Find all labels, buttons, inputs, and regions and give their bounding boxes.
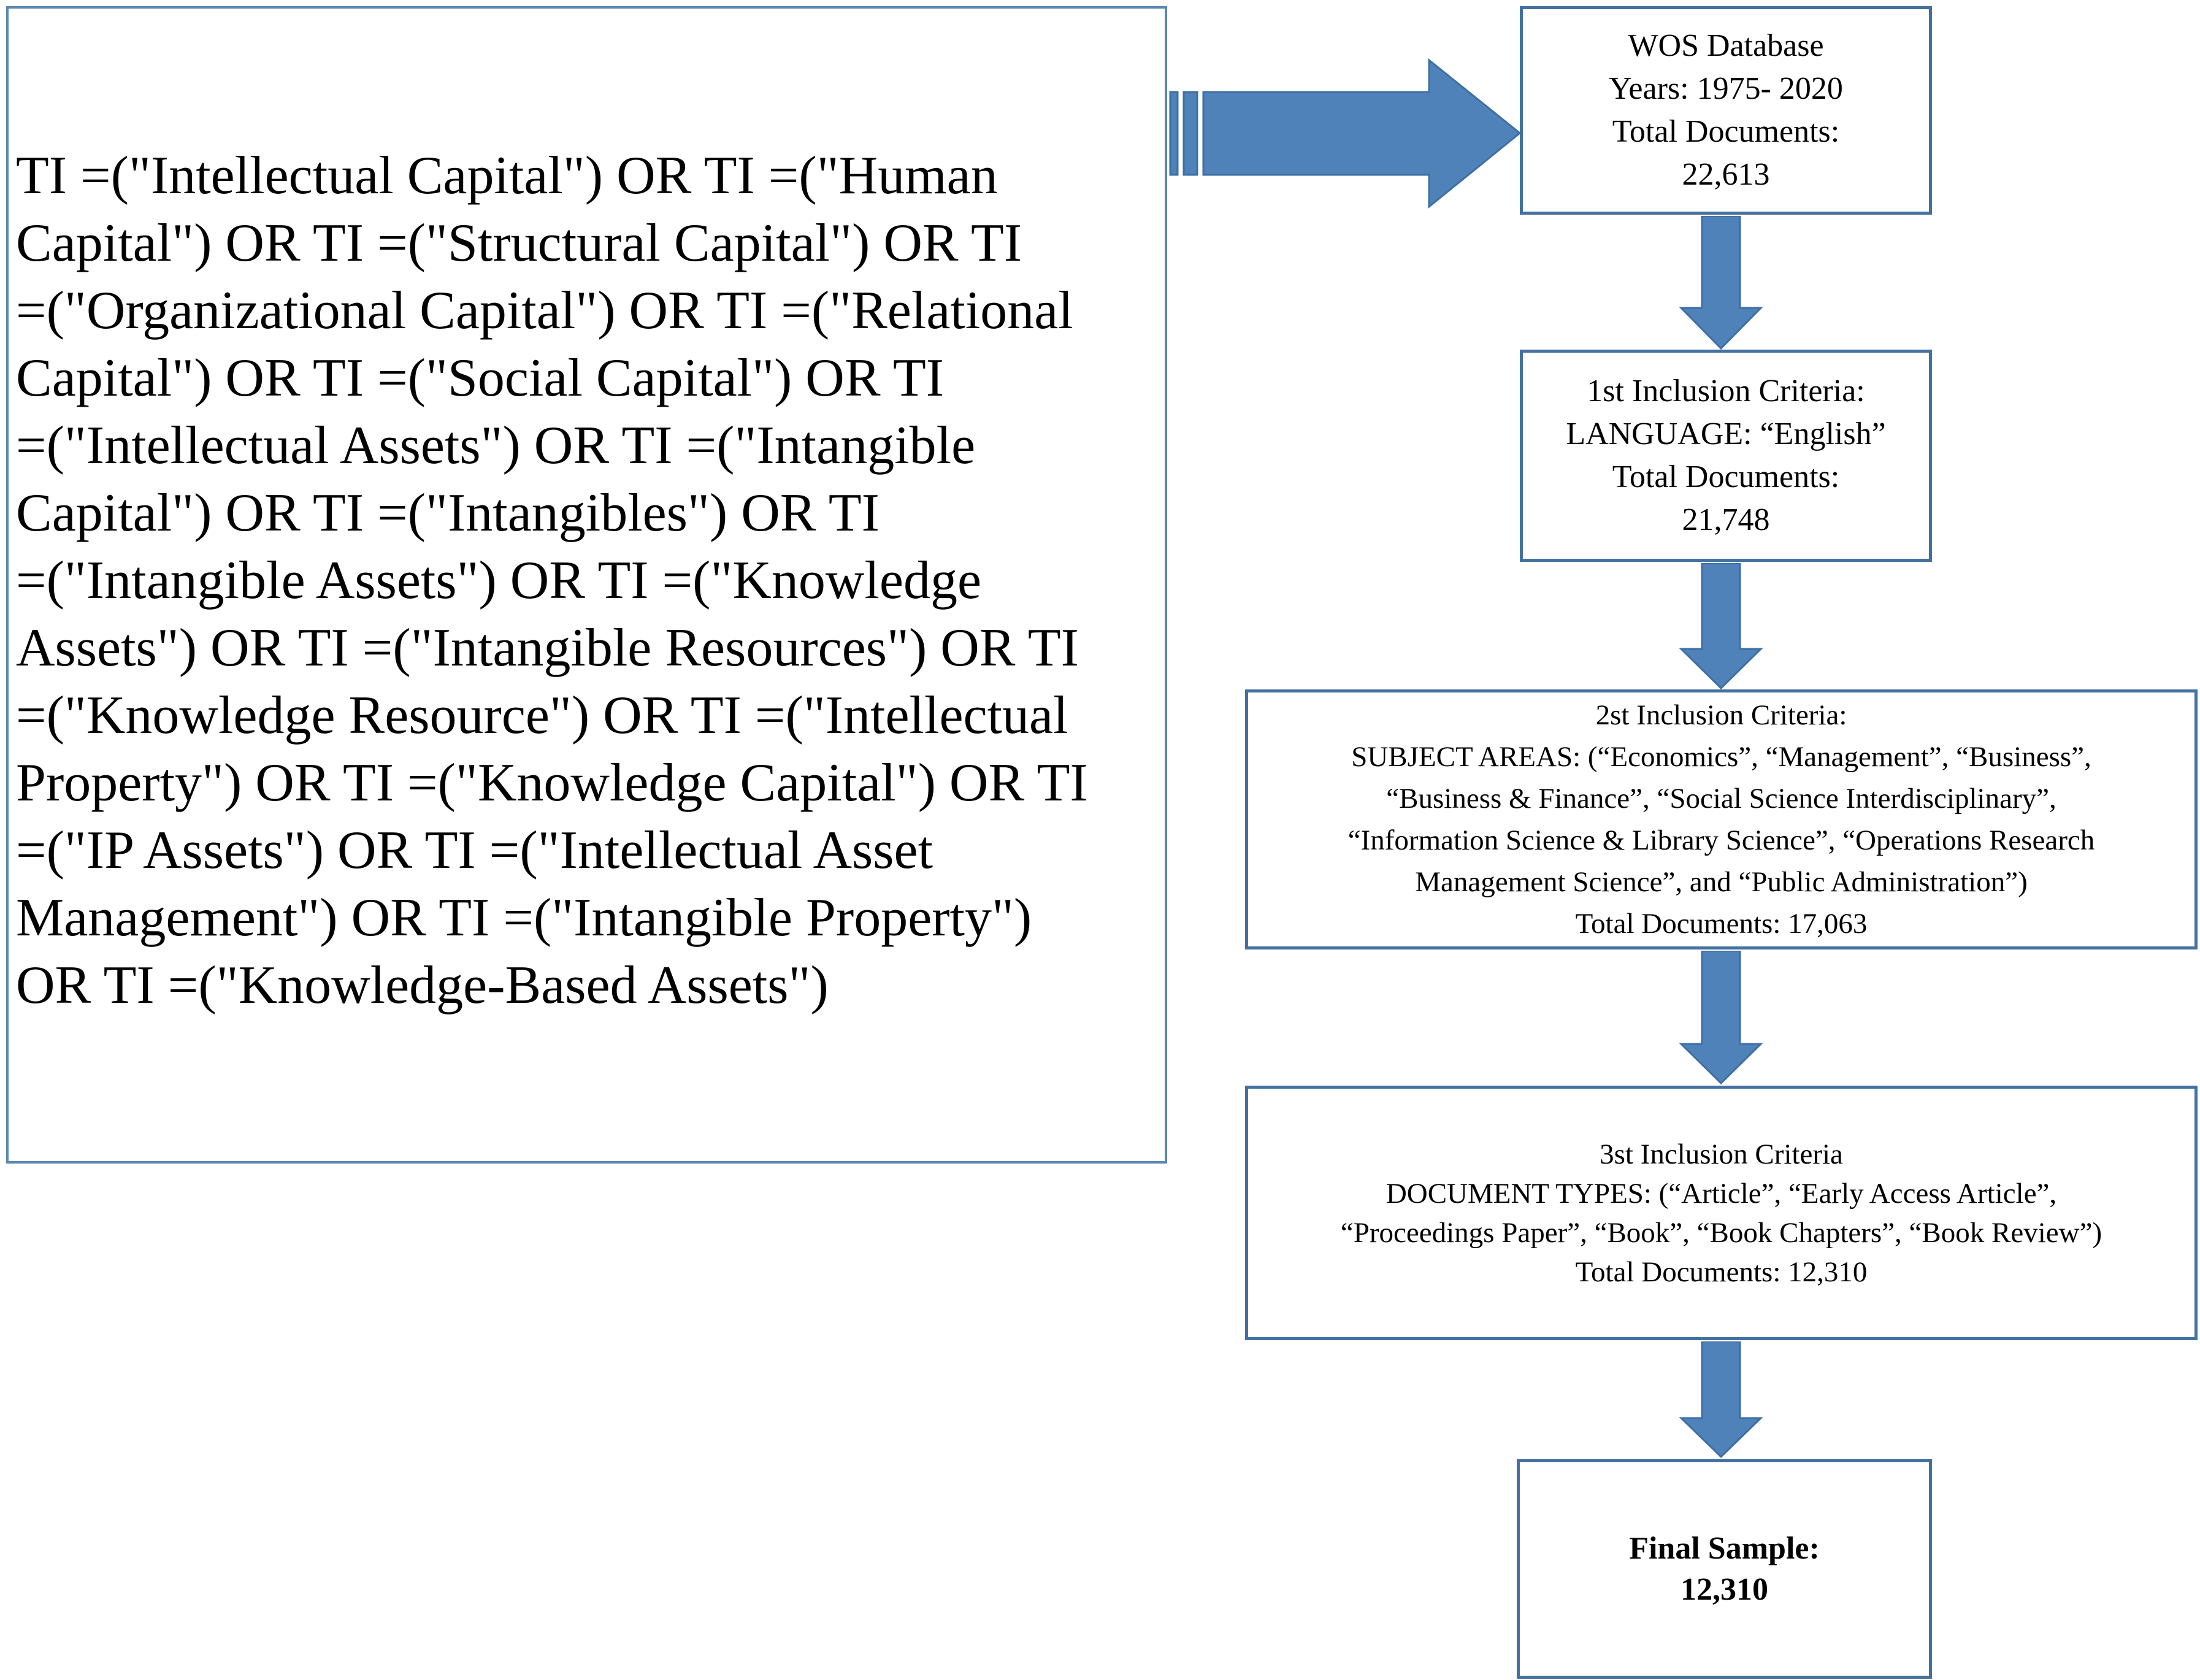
query-line: Capital") OR TI =("Structural Capital") … [16,213,1022,273]
query-line: Capital") OR TI =("Intangibles") OR TI [16,483,880,543]
query-line: Management") OR TI =("Intangible Propert… [16,888,1032,948]
box-line: 2st Inclusion Criteria: [1595,699,1847,731]
box-line: 1st Inclusion Criteria: [1587,374,1865,408]
box-line: 22,613 [1682,157,1770,192]
query-line: =("Organizational Capital") OR TI =("Rel… [16,281,1073,340]
box-line: “Information Science & Library Science”,… [1347,824,2095,856]
search-query-box: TI =("Intellectual Capital") OR TI =("Hu… [6,6,1167,1164]
box-line: Final Sample: [1629,1531,1820,1566]
flow-arrow-down-icon [1679,951,1763,1085]
query-line: TI =("Intellectual Capital") OR TI =("Hu… [16,146,998,205]
search-query-text: TI =("Intellectual Capital") OR TI =("Hu… [16,142,1088,1019]
first-inclusion-criteria-box: 1st Inclusion Criteria: LANGUAGE: “Engli… [1520,350,1932,562]
third-inclusion-criteria-box: 3st Inclusion Criteria DOCUMENT TYPES: (… [1245,1086,2198,1340]
box-line: Total Documents: [1612,459,1840,494]
box-line: Management Science”, and “Public Adminis… [1415,866,2028,898]
box-line: Total Documents: [1612,114,1840,149]
final-sample-box: Final Sample: 12,310 [1517,1459,1932,1679]
box-line: Years: 1975- 2020 [1609,71,1843,106]
query-line: =("Intellectual Assets") OR TI =("Intang… [16,416,976,475]
box-line: “Business & Finance”, “Social Science In… [1386,783,2056,815]
query-line: Assets") OR TI =("Intangible Resources")… [16,618,1079,678]
box-line: SUBJECT AREAS: (“Economics”, “Management… [1351,741,2091,773]
box-line: 3st Inclusion Criteria [1600,1138,1843,1170]
box-line: 12,310 [1681,1572,1768,1607]
second-inclusion-criteria-box: 2st Inclusion Criteria: SUBJECT AREAS: (… [1245,689,2198,949]
wos-database-box: WOS Database Years: 1975- 2020 Total Doc… [1520,6,1932,215]
box-line: 21,748 [1682,502,1770,537]
flow-arrow-down-icon [1679,1341,1763,1459]
box-line: LANGUAGE: “English” [1566,416,1886,451]
flow-arrow-down-icon [1679,216,1763,350]
flow-arrow-down-icon [1679,563,1763,690]
box-line: Total Documents: 12,310 [1575,1256,1868,1288]
query-line: OR TI =("Knowledge-Based Assets") [16,956,829,1015]
box-line: WOS Database [1628,28,1824,63]
query-line: =("Intangible Assets") OR TI =("Knowledg… [16,551,982,610]
box-line: “Proceedings Paper”, “Book”, “Book Chapt… [1340,1216,2102,1249]
box-line: DOCUMENT TYPES: (“Article”, “Early Acces… [1386,1177,2057,1210]
box-line: Total Documents: 17,063 [1575,908,1868,940]
query-line: Capital") OR TI =("Social Capital") OR T… [16,348,945,408]
query-line: =("IP Assets") OR TI =("Intellectual Ass… [16,821,933,880]
query-line: =("Knowledge Resource") OR TI =("Intelle… [16,686,1068,745]
flow-arrow-right-icon [1169,58,1522,209]
query-line: Property") OR TI =("Knowledge Capital") … [16,753,1088,813]
